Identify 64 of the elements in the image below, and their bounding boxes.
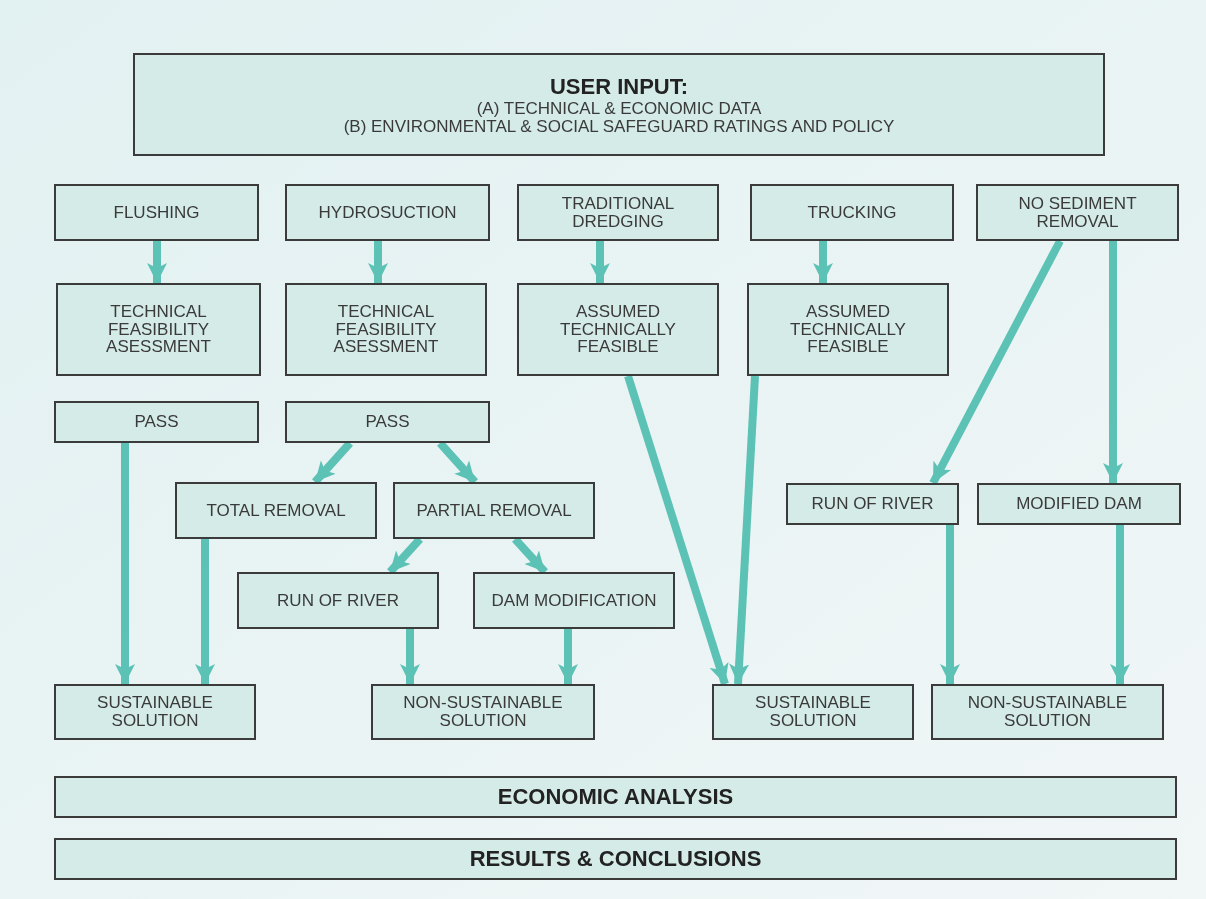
box-label: RUN OF RIVER	[277, 591, 399, 610]
box-label: FLUSHING	[113, 203, 200, 222]
process-box	[977, 483, 1181, 525]
process-box	[237, 572, 439, 629]
box-label: TRUCKING	[807, 203, 897, 222]
process-box	[976, 184, 1179, 241]
process-box	[54, 401, 259, 443]
process-box	[54, 684, 256, 740]
arrow	[813, 241, 833, 283]
box-label: PASS	[134, 413, 179, 431]
arrow	[147, 241, 167, 283]
arrow	[115, 443, 135, 684]
process-box	[285, 184, 490, 241]
box-label: SUSTAINABLE SOLUTION	[96, 694, 214, 730]
box-label: TECHNICAL FEASIBILITY ASESSMENT	[332, 302, 440, 357]
box-label: PARTIAL REMOVAL	[416, 501, 572, 520]
input-box	[133, 53, 1105, 156]
box-label: ASSUMED TECHNICALLY FEASIBLE	[559, 302, 677, 357]
stage-bar	[54, 838, 1177, 880]
box-label: HYDROSUCTION	[318, 203, 457, 222]
box-label: MODIFIED DAM	[1016, 495, 1142, 513]
process-box	[750, 184, 954, 241]
box-label: RUN OF RIVER	[811, 495, 934, 513]
box-heading: USER INPUT:	[549, 72, 689, 101]
process-box	[786, 483, 959, 525]
box-label: NON-SUSTAINABLE SOLUTION	[966, 694, 1129, 730]
box-label: TECHNICAL FEASIBILITY ASESSMENT	[105, 302, 212, 357]
arrow	[1103, 241, 1123, 483]
process-box	[393, 482, 595, 539]
arrow	[400, 629, 420, 684]
box-label: NON-SUSTAINABLE SOLUTION	[402, 694, 564, 730]
box-label: TOTAL REMOVAL	[206, 501, 346, 520]
process-box	[56, 283, 261, 376]
process-box	[473, 572, 675, 629]
arrow	[729, 375, 759, 685]
arrow	[624, 374, 729, 686]
process-box	[931, 684, 1164, 740]
box-label: (B) ENVIRONMENTAL & SOCIAL SAFEGUARD RATINGS AND POLICY	[343, 118, 895, 137]
process-box	[175, 482, 377, 539]
arrow	[195, 539, 215, 684]
process-box	[285, 401, 490, 443]
arrow	[368, 241, 388, 283]
box-label: DAM MODIFICATION	[491, 591, 657, 610]
process-box	[371, 684, 595, 740]
process-box	[517, 283, 719, 376]
box-label: SUSTAINABLE SOLUTION	[754, 694, 872, 730]
arrow	[929, 239, 1064, 485]
box-label: RESULTS & CONCLUSIONS	[469, 845, 762, 873]
box-label: ASSUMED TECHNICALLY FEASIBLE	[789, 302, 907, 357]
arrow	[558, 629, 578, 684]
box-label: (A) TECHNICAL & ECONOMIC DATA	[476, 100, 762, 119]
stage-bar	[54, 776, 1177, 818]
process-box	[712, 684, 914, 740]
arrow	[1110, 525, 1130, 684]
arrow	[590, 241, 610, 283]
box-label: NO SEDIMENT REMOVAL	[1017, 194, 1138, 231]
process-box	[517, 184, 719, 241]
process-box	[747, 283, 949, 376]
box-label: TRADITIONAL DREDGING	[560, 194, 676, 231]
arrow	[940, 525, 960, 684]
process-box	[285, 283, 487, 376]
box-label: PASS	[365, 413, 410, 431]
box-label: ECONOMIC ANALYSIS	[497, 783, 734, 811]
process-box	[54, 184, 259, 241]
